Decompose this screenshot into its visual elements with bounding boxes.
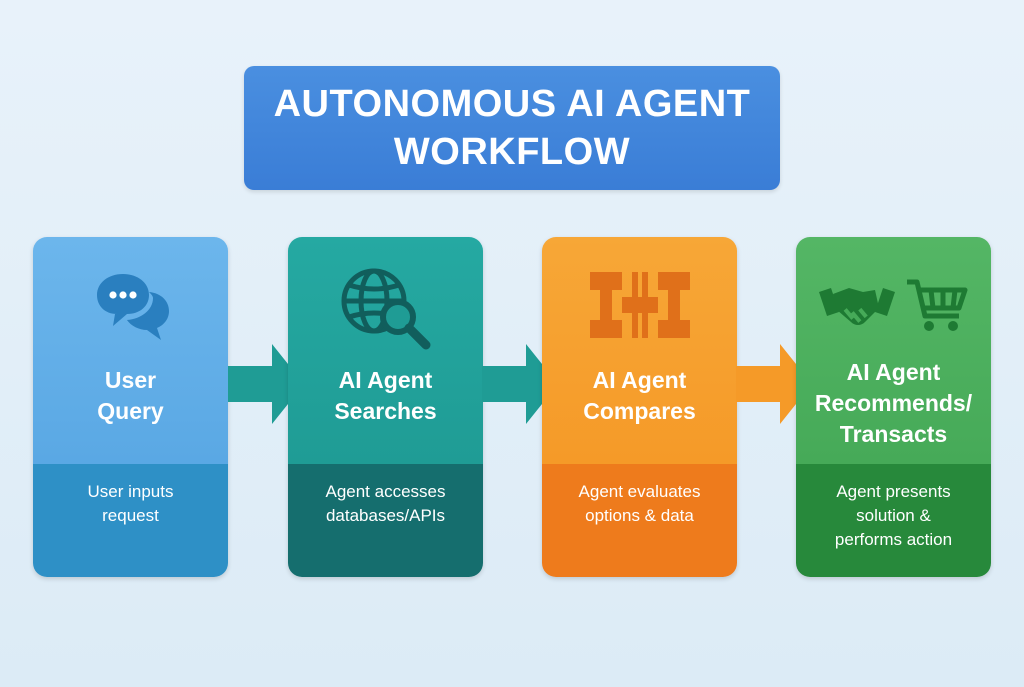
step-label: AI Agent Recommends/ Transacts	[814, 359, 973, 447]
step-card-agent-recommends: AI Agent Recommends/ Transacts Agent pre…	[796, 237, 991, 577]
step-card-header: AI Agent Searches	[288, 237, 483, 464]
handshake-icon	[818, 288, 895, 325]
step-description-panel: Agent accesses databases/APIs	[288, 464, 483, 577]
step-card-agent-compares: AI Agent Compares Agent evaluates option…	[542, 237, 737, 577]
title-banner: AUTONOMOUS AI AGENT WORKFLOW	[244, 66, 780, 190]
flow-arrow-2	[482, 344, 558, 424]
globe-search-icon	[288, 261, 483, 351]
flow-arrow-1	[228, 344, 304, 424]
step-card-header: User Query	[33, 237, 228, 464]
chat-bubbles-icon	[33, 261, 228, 351]
step-description: Agent presents solution & performs actio…	[834, 482, 953, 549]
shopping-cart-icon	[906, 279, 967, 331]
step-card-header: AI Agent Recommends/ Transacts	[796, 237, 991, 464]
step-description: User inputs request	[87, 482, 174, 525]
step-card-header: AI Agent Compares	[542, 237, 737, 464]
step-description-panel: Agent presents solution & performs actio…	[796, 464, 991, 577]
step-label: AI Agent Compares	[583, 367, 696, 424]
step-label: User Query	[97, 367, 164, 424]
step-icons	[796, 261, 991, 351]
compare-icon	[542, 261, 737, 351]
step-description: Agent accesses databases/APIs	[325, 482, 446, 525]
step-description-panel: Agent evaluates options & data	[542, 464, 737, 577]
diagram-title: AUTONOMOUS AI AGENT WORKFLOW	[273, 83, 751, 173]
flow-arrow-3	[736, 344, 812, 424]
step-card-agent-searches: AI Agent Searches Agent accesses databas…	[288, 237, 483, 577]
step-card-user-query: User Query User inputs request	[33, 237, 228, 577]
step-label: AI Agent Searches	[334, 367, 437, 424]
step-description: Agent evaluates options & data	[578, 482, 701, 525]
step-description-panel: User inputs request	[33, 464, 228, 577]
